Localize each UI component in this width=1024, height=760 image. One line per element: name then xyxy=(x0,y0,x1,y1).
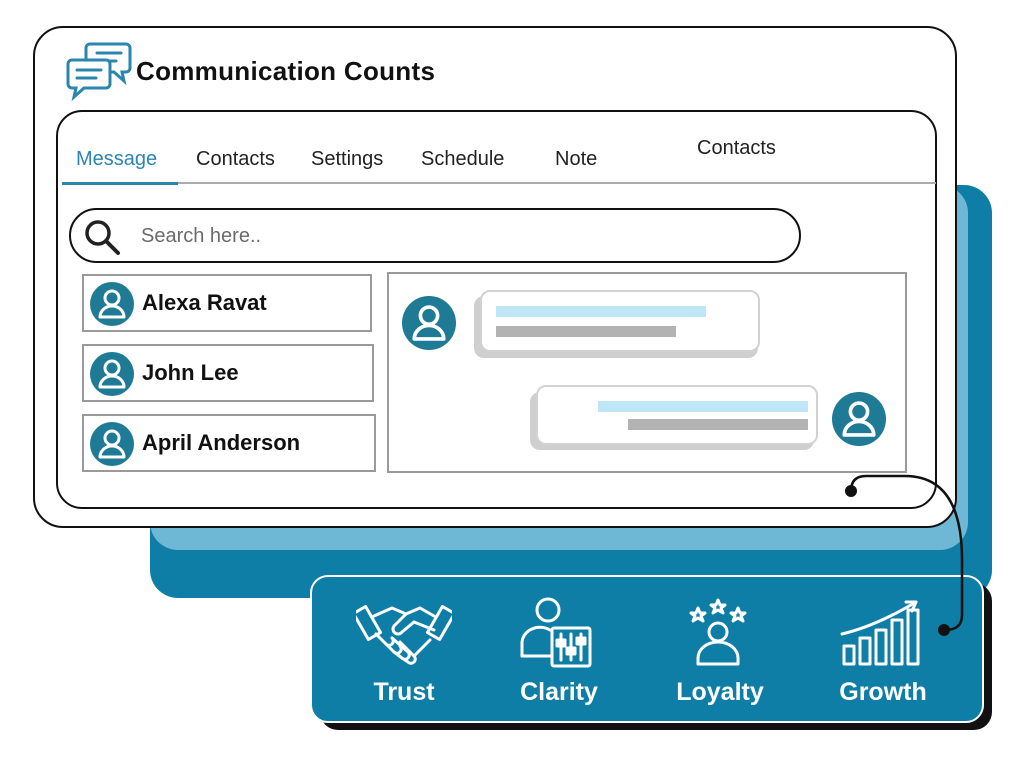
message-line xyxy=(598,401,808,412)
contact-item-alexa-ravat[interactable]: Alexa Ravat xyxy=(82,274,372,332)
value-label-clarity: Clarity xyxy=(520,678,598,706)
contact-item-april-anderson[interactable]: April Anderson xyxy=(82,414,376,472)
contact-name: John Lee xyxy=(142,360,239,385)
user-avatar-icon xyxy=(90,352,134,396)
contact-name: Alexa Ravat xyxy=(142,290,267,315)
contact-item-john-lee[interactable]: John Lee xyxy=(82,344,374,402)
value-label-trust: Trust xyxy=(373,678,435,706)
tab-contacts-secondary[interactable]: Contacts xyxy=(697,137,776,159)
outgoing-message-bubble[interactable] xyxy=(536,385,818,445)
user-avatar-icon xyxy=(832,392,886,446)
app-title: Communication Counts xyxy=(136,56,436,86)
tabs-divider xyxy=(62,182,936,184)
active-tab-indicator xyxy=(62,182,178,185)
tab-settings[interactable]: Settings xyxy=(311,148,384,170)
incoming-message-bubble[interactable] xyxy=(480,290,760,352)
search-icon[interactable] xyxy=(82,217,122,257)
search-input[interactable] xyxy=(141,222,741,250)
value-label-growth: Growth xyxy=(839,678,927,706)
growth-chart-icon xyxy=(840,600,920,666)
handshake-icon xyxy=(356,605,452,665)
value-label-loyalty: Loyalty xyxy=(676,678,764,706)
tab-contacts[interactable]: Contacts xyxy=(196,148,275,170)
tab-message[interactable]: Message xyxy=(76,148,158,170)
tab-schedule[interactable]: Schedule xyxy=(421,148,505,170)
message-line xyxy=(496,306,706,317)
user-avatar-icon xyxy=(90,282,134,326)
person-equalizer-icon xyxy=(520,597,592,668)
user-avatar-icon xyxy=(90,422,134,466)
person-stars-icon xyxy=(689,598,747,666)
message-line xyxy=(628,419,808,430)
user-avatar-icon xyxy=(402,296,456,350)
message-line xyxy=(496,326,676,337)
tab-note[interactable]: Note xyxy=(555,148,598,170)
contact-name: April Anderson xyxy=(142,430,301,455)
chat-bubbles-icon xyxy=(66,42,132,102)
